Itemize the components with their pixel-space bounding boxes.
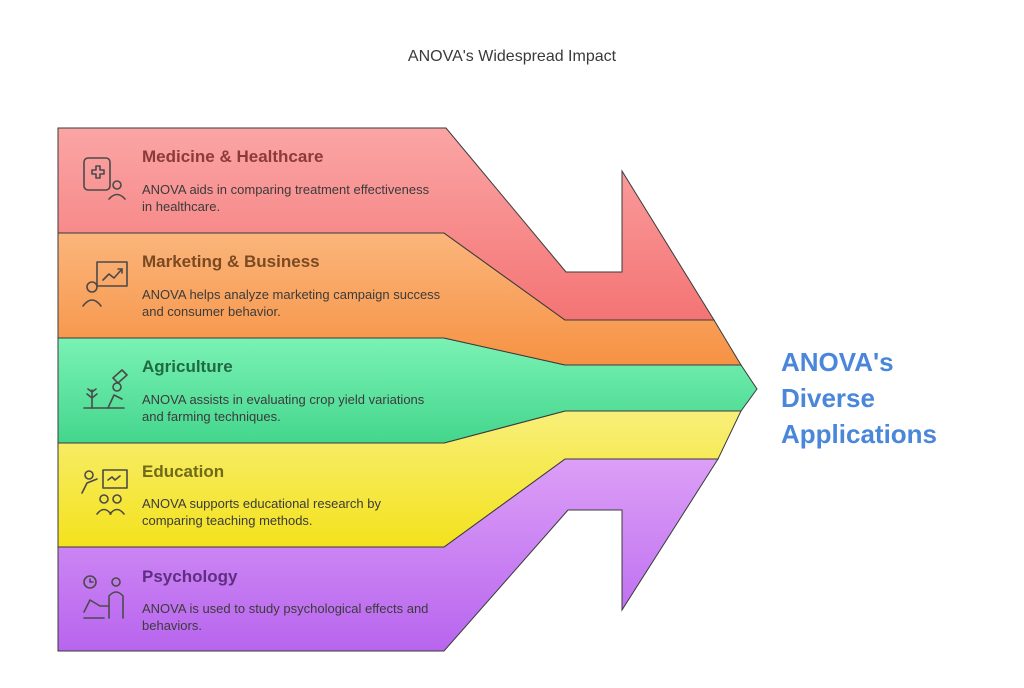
- band-title-education: Education: [142, 462, 225, 481]
- teacher-students-icon: [81, 469, 128, 515]
- band-title-agriculture: Agriculture: [142, 357, 233, 376]
- medical-clipboard-icon: [83, 157, 126, 200]
- band-desc-medicine: ANOVA aids in comparing treatment effect…: [142, 182, 430, 214]
- band-desc-agriculture: ANOVA assists in evaluating crop yield v…: [142, 392, 425, 424]
- therapy-session-icon: [83, 575, 124, 619]
- band-desc-marketing: ANOVA helps analyze marketing campaign s…: [142, 287, 441, 319]
- farmer-crop-icon: [83, 369, 128, 409]
- center-label: ANOVA's Diverse Applications: [781, 347, 938, 449]
- presentation-chart-icon: [82, 261, 128, 307]
- band-title-marketing: Marketing & Business: [142, 252, 320, 271]
- band-desc-psychology: ANOVA is used to study psychological eff…: [142, 601, 429, 633]
- page-title: ANOVA's Widespread Impact: [407, 48, 617, 65]
- band-medicine: [57, 127, 715, 321]
- band-desc-education: ANOVA supports educational research by c…: [142, 496, 381, 528]
- band-title-medicine: Medicine & Healthcare: [142, 147, 324, 166]
- band-title-psychology: Psychology: [142, 567, 238, 586]
